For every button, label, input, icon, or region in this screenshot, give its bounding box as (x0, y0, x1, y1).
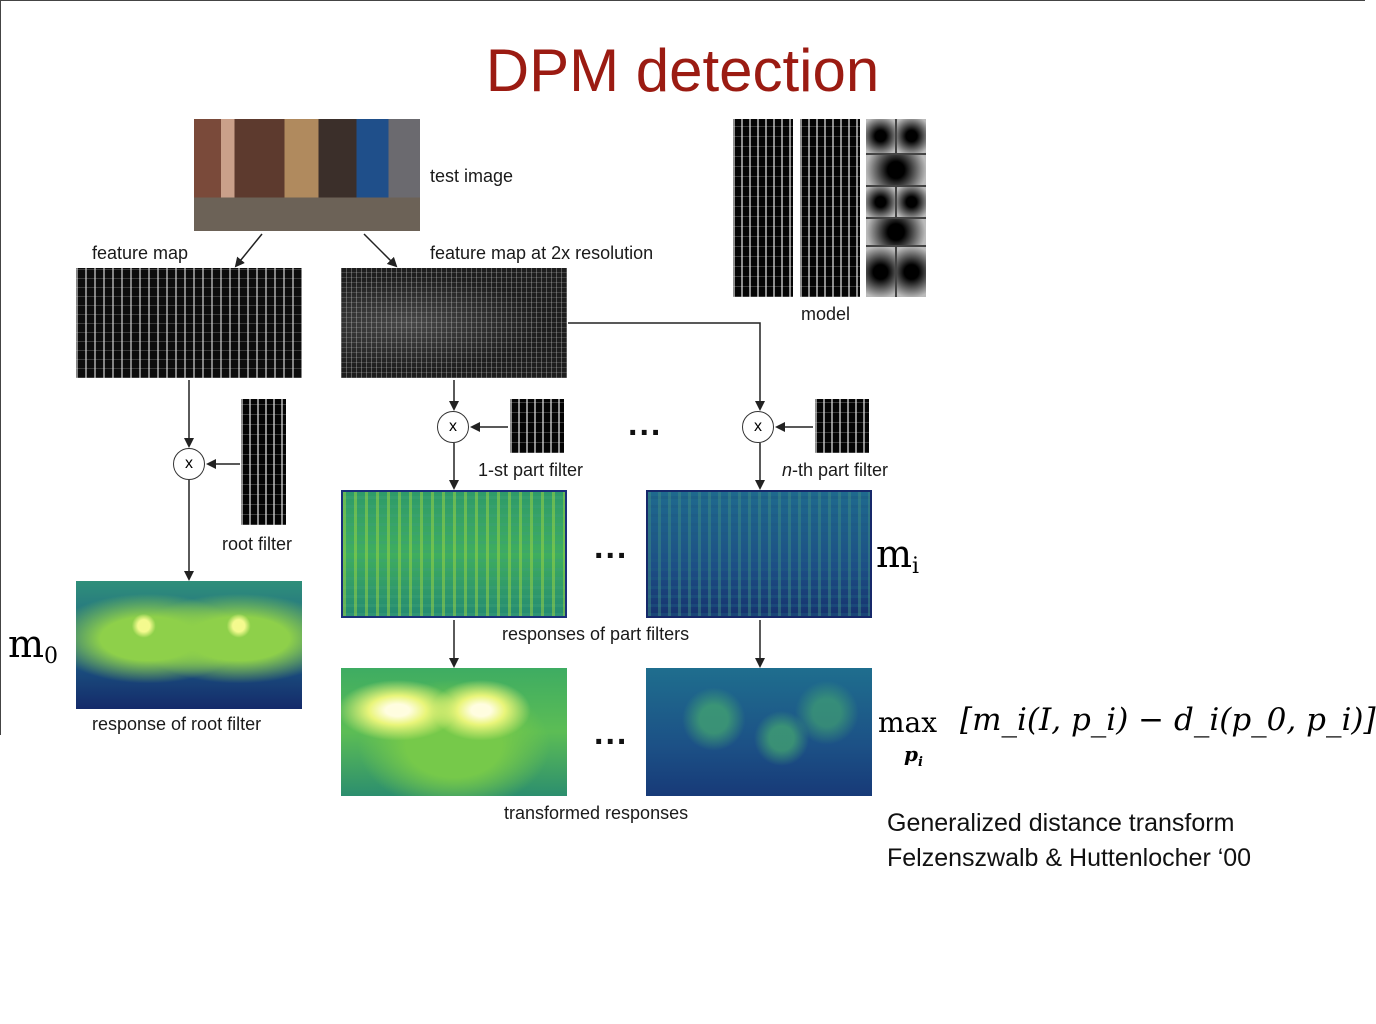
model-deformation-costs (866, 119, 926, 297)
part-1-response (341, 490, 567, 618)
ellipsis-responses: ... (594, 528, 629, 566)
root-filter (241, 399, 286, 525)
arrow-feature-map-2x-to-multiply-n (568, 322, 765, 411)
multiply-node-part-1: x (437, 411, 469, 443)
model-root-filter (733, 119, 793, 297)
arrow-image-to-feature-map (234, 233, 263, 268)
part-filter-1 (510, 399, 564, 453)
part-1-transformed (341, 668, 567, 796)
label-responses-parts: responses of part filters (502, 624, 690, 644)
label-root-filter: root filter (222, 534, 293, 554)
caption-line-2: Felzenszwalb & Huttenlocher ‘00 (887, 844, 1252, 872)
label-part-filter-n: n-th part filter (782, 460, 889, 480)
caption: Generalized distance transform Felzenszw… (887, 806, 1251, 876)
caption-line-1: Generalized distance transform (887, 809, 1235, 837)
slide-top-border (0, 0, 1365, 1)
label-transformed: transformed responses (504, 803, 689, 823)
multiply-node-root: x (173, 448, 205, 480)
test-image (194, 119, 420, 231)
part-filter-n (815, 399, 869, 453)
feature-map-2x (341, 268, 567, 378)
label-model: model (801, 304, 851, 324)
slide-left-border (0, 0, 1, 735)
multiply-node-part-n: x (742, 411, 774, 443)
slide-title: DPM detection (485, 37, 880, 104)
label-test-image: test image (430, 166, 514, 186)
formula-body: [m_i(I, p_i) − d_i(p_0, p_i)] (960, 702, 1376, 738)
part-n-response (646, 490, 872, 618)
part-n-transformed (646, 668, 872, 796)
ellipsis-filters: ... (628, 405, 663, 443)
formula-max: max (878, 706, 938, 739)
label-part-filter-1: 1-st part filter (478, 460, 584, 480)
m0-label: m0 (8, 622, 59, 669)
root-filter-response (76, 581, 302, 709)
label-feature-map-2x: feature map at 2x resolution (430, 243, 654, 263)
label-feature-map: feature map (92, 243, 189, 263)
mi-label: mi (876, 532, 920, 579)
arrow-image-to-feature-map-2x (363, 233, 398, 268)
formula: max pi [m_i(I, p_i) − d_i(p_0, p_i)] (878, 702, 1376, 772)
ellipsis-transformed: ... (594, 714, 629, 752)
label-response-root: response of root filter (92, 714, 262, 734)
model-part-filters (800, 119, 860, 297)
feature-map (76, 268, 302, 378)
formula-subscript: pi (904, 742, 923, 770)
